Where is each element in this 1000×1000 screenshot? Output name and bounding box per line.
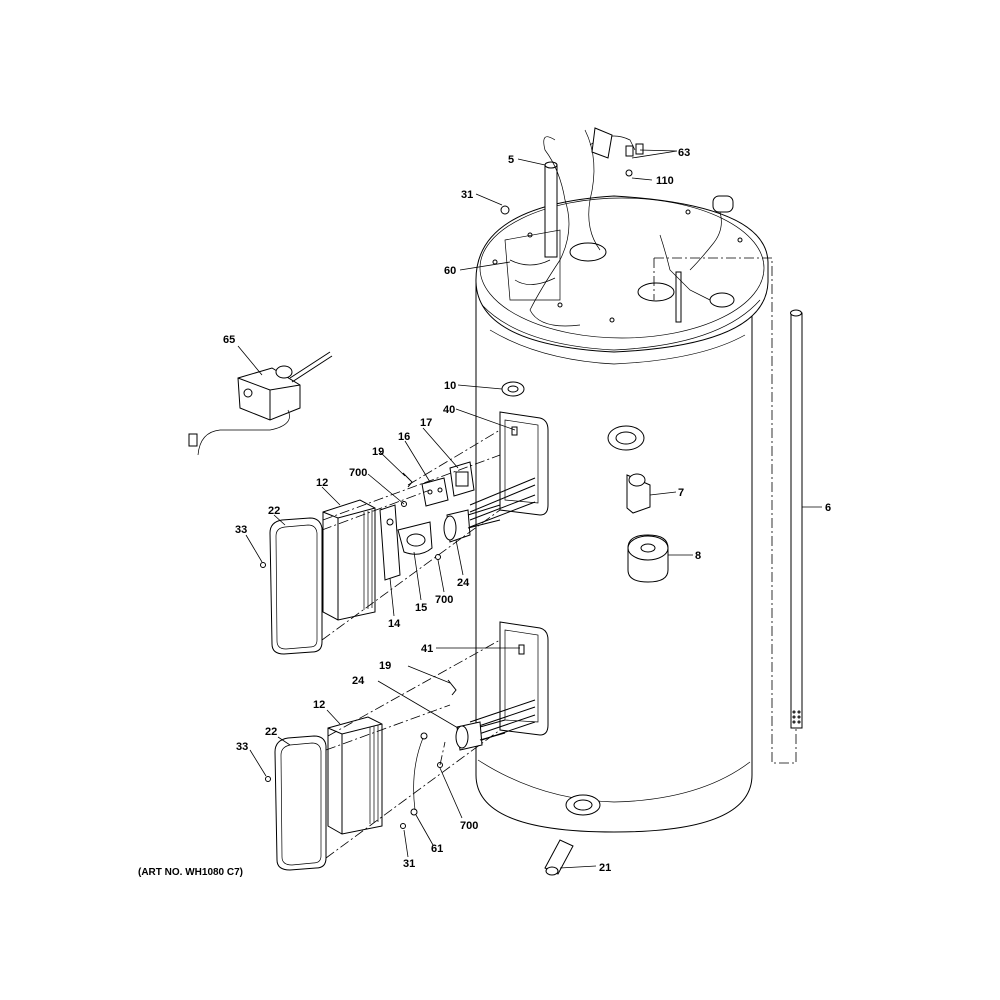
callout-63: 63 [678, 147, 690, 159]
access-cover-22-lower [274, 735, 327, 871]
callout-110: 110 [656, 175, 674, 187]
anode-rod-6 [653, 257, 803, 764]
callout-7: 7 [678, 487, 684, 499]
top-wiring-components [500, 127, 734, 327]
terminal-cover-15 [397, 521, 433, 555]
plate-10 [501, 381, 525, 397]
upper-thermostat-17 [449, 461, 475, 497]
callout-33-lower: 33 [236, 741, 248, 753]
screw-31-lower [400, 823, 406, 829]
tank-body [475, 195, 769, 833]
callout-22-lower: 22 [265, 726, 277, 738]
upper-access-opening [469, 411, 549, 528]
screw-700-lower [437, 762, 443, 768]
callout-8: 8 [695, 550, 701, 562]
insulation-12-upper [322, 499, 376, 621]
callout-19-top: 19 [372, 446, 384, 458]
callout-700-upper-right: 700 [435, 594, 453, 606]
screw-33-lower [265, 776, 271, 782]
alignment-lines [321, 429, 501, 859]
insulation-plug-8 [627, 534, 669, 583]
bracket-14 [379, 504, 401, 581]
insulation-12-lower [327, 716, 383, 835]
ground-wire-61 [410, 732, 428, 816]
callout-61: 61 [431, 843, 443, 855]
lower-access-opening [469, 621, 549, 745]
callout-31-lower: 31 [403, 858, 415, 870]
clip-19-lower [447, 679, 457, 696]
access-cover-22-upper [269, 517, 323, 655]
callout-24-upper: 24 [457, 577, 470, 589]
callout-15: 15 [415, 602, 427, 614]
art-number: (ART NO. WH1080 C7) [138, 867, 243, 878]
callout-5: 5 [508, 154, 514, 166]
screw-33-upper [260, 562, 266, 568]
thermostat-65 [188, 351, 333, 456]
element-24-upper [443, 504, 501, 543]
callout-33-upper: 33 [235, 524, 247, 536]
callout-65: 65 [223, 334, 235, 346]
callout-31-top: 31 [461, 189, 473, 201]
clip-19-upper [402, 472, 413, 488]
callout-24-lower: 24 [352, 675, 365, 687]
screw-700-upper-left [401, 501, 407, 507]
callout-10: 10 [444, 380, 456, 392]
fitting-7 [607, 425, 651, 514]
screw-700-upper-right [435, 554, 441, 560]
callout-700-upper-left: 700 [349, 467, 367, 479]
callout-21: 21 [599, 862, 611, 874]
callout-17: 17 [420, 417, 432, 429]
callout-16: 16 [398, 431, 410, 443]
callout-labels: 5 63 110 31 60 65 10 40 17 16 19 700 12 … [223, 147, 831, 874]
callout-12-lower: 12 [313, 699, 325, 711]
callout-22-upper: 22 [268, 505, 280, 517]
callout-14: 14 [388, 618, 401, 630]
element-24-lower [455, 719, 506, 751]
callout-40: 40 [443, 404, 455, 416]
leader-lines [237, 149, 822, 869]
callout-6: 6 [825, 502, 831, 514]
drain-valve-21 [544, 839, 574, 876]
callout-19-lower: 19 [379, 660, 391, 672]
callout-60: 60 [444, 265, 456, 277]
callout-12-upper: 12 [316, 477, 328, 489]
callout-41: 41 [421, 643, 433, 655]
callout-700-lower: 700 [460, 820, 478, 832]
